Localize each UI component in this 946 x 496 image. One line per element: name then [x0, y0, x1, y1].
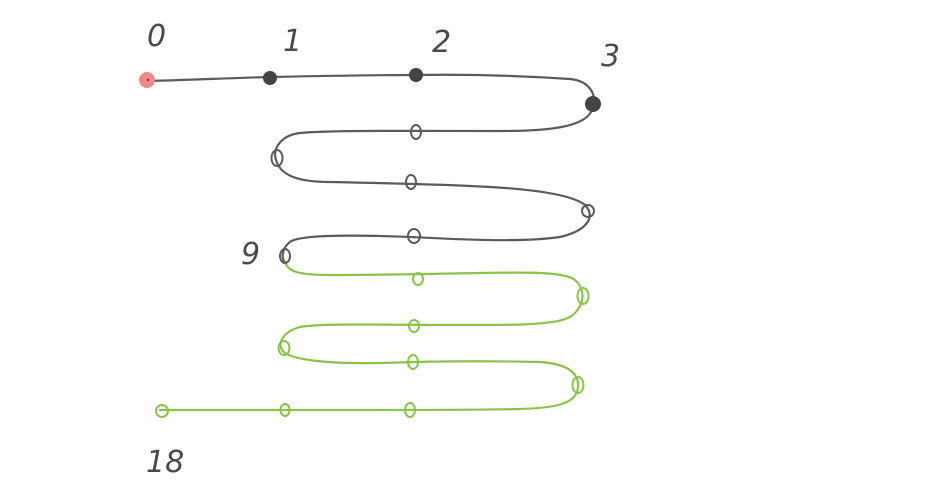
node-7	[581, 204, 595, 218]
label-9: 9	[241, 237, 260, 272]
node-10	[412, 272, 424, 286]
node-12	[408, 319, 420, 333]
node-3	[585, 96, 601, 112]
node-1	[263, 71, 277, 85]
start-node-dot	[146, 78, 150, 82]
label-3: 3	[601, 39, 620, 74]
gray-path	[145, 73, 596, 264]
node-2	[409, 68, 423, 82]
node-5	[270, 149, 284, 167]
node-4	[410, 124, 422, 140]
node-11	[576, 287, 590, 305]
node-14	[407, 354, 419, 370]
node-15	[571, 376, 585, 394]
node-9	[279, 248, 291, 264]
label-2: 2	[432, 25, 451, 60]
label-1: 1	[283, 24, 302, 59]
label-18: 18	[146, 445, 184, 480]
node-18	[155, 404, 169, 418]
node-6	[405, 174, 417, 190]
node-17	[279, 403, 291, 417]
green-path	[158, 260, 584, 412]
node-16	[404, 402, 416, 418]
node-8	[407, 228, 421, 244]
label-0: 0	[147, 19, 166, 54]
node-13	[277, 340, 291, 356]
